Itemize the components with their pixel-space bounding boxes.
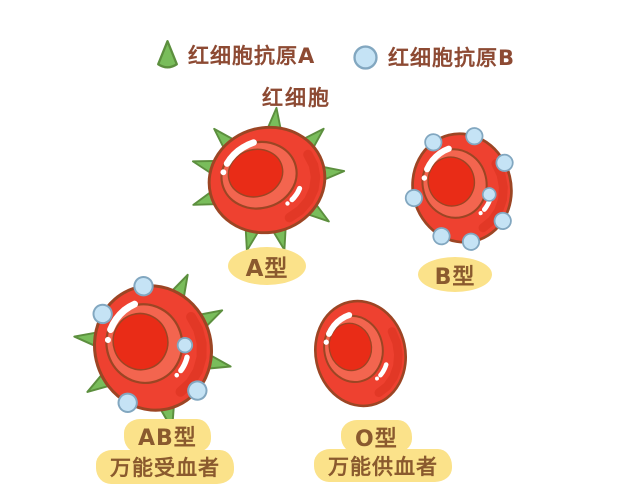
legend-item-antigen-a: 红细胞抗原A bbox=[156, 38, 315, 71]
cell-type-ab-illustration bbox=[73, 273, 232, 430]
antigen-a-cone-icon bbox=[157, 40, 178, 69]
universal-recipient-badge: 万能受血者 bbox=[96, 450, 234, 484]
universal-donor-badge: 万能供血者 bbox=[314, 449, 452, 482]
type-ab-badge: AB型 bbox=[124, 419, 211, 453]
antigen-b-label: 红细胞抗原B bbox=[388, 46, 516, 70]
type-a-badge: A型 bbox=[228, 247, 306, 285]
type-o-badge: O型 bbox=[341, 420, 412, 453]
antigen-a-label: 红细胞抗原A bbox=[188, 43, 316, 68]
cell-type-a-illustration bbox=[191, 106, 346, 252]
cell-type-o-illustration bbox=[313, 299, 408, 408]
cell-type-b-illustration bbox=[404, 127, 514, 251]
legend-item-antigen-b: 红细胞抗原B bbox=[352, 42, 515, 72]
red-cell-label: 红细胞 bbox=[262, 86, 331, 110]
type-b-badge: B型 bbox=[418, 257, 492, 292]
antigen-b-circle-icon bbox=[353, 44, 378, 70]
